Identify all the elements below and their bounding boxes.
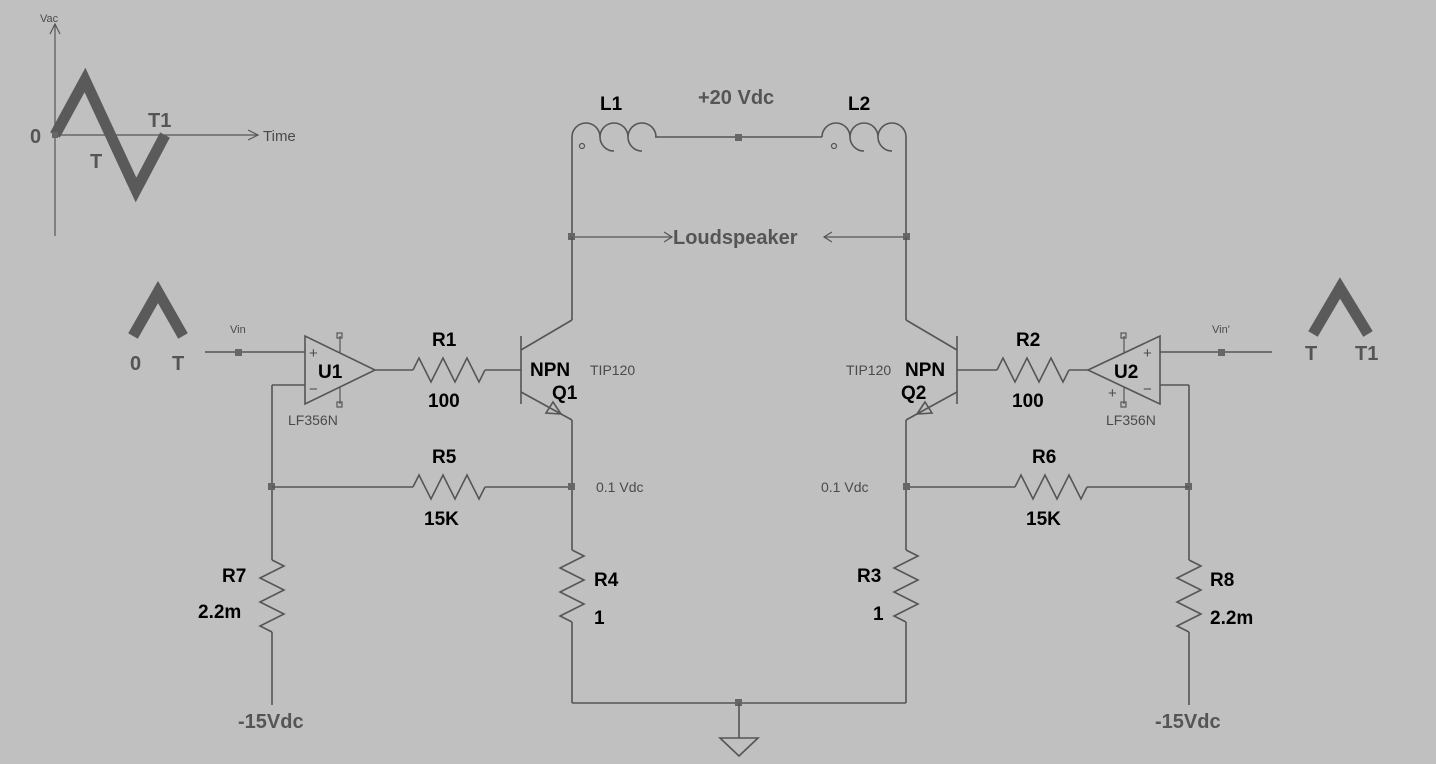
q1-ref: Q1 xyxy=(552,383,578,404)
ground-icon xyxy=(717,737,761,758)
resistor-r5: R5 15K xyxy=(412,447,486,530)
q1-part: TIP120 xyxy=(590,362,635,378)
emitter-left-voltage: 0.1 Vdc xyxy=(596,479,643,495)
supply-rail: +20 Vdc xyxy=(655,87,822,141)
positive-supply-label: +20 Vdc xyxy=(698,87,774,109)
resistor-r2: R2 100 xyxy=(996,330,1070,412)
input-pulse-right: T T1 xyxy=(1305,277,1378,365)
r4-ref: R4 xyxy=(594,570,619,591)
r8-value: 2.2m xyxy=(1210,608,1253,629)
inductor-l2-ref: L2 xyxy=(848,94,870,115)
q2-ref: Q2 xyxy=(901,383,926,404)
loudspeaker-label: Loudspeaker xyxy=(673,227,798,249)
input-left-zero-label: 0 xyxy=(130,353,141,375)
input-pulse-left: 0 T xyxy=(128,280,188,375)
u2-plus-sign: + xyxy=(1143,345,1152,362)
q2-part: TIP120 xyxy=(846,362,891,378)
vin-prime-input-net: Vin' xyxy=(1160,324,1272,356)
r1-value: 100 xyxy=(428,391,460,412)
r6-ref: R6 xyxy=(1032,447,1056,468)
r3-value: 1 xyxy=(873,604,884,625)
u1-minus-sign: − xyxy=(309,381,318,398)
inductor-l1: L1 xyxy=(571,94,657,237)
resistor-r6: R6 15K xyxy=(1014,447,1088,530)
r2-value: 100 xyxy=(1012,391,1044,412)
triangle-waveform xyxy=(50,67,170,203)
u2-ref: U2 xyxy=(1114,362,1138,383)
r6-value: 15K xyxy=(1026,509,1061,530)
r7-ref: R7 xyxy=(222,566,246,587)
x-axis-label: Time xyxy=(263,128,296,145)
input-right-t-label: T xyxy=(1305,343,1317,365)
u2-part: LF356N xyxy=(1106,412,1156,428)
y-axis-label: Vac xyxy=(40,13,59,25)
vin-prime-net-label: Vin' xyxy=(1212,324,1230,336)
emitter-right-voltage: 0.1 Vdc xyxy=(821,479,868,495)
u1-plus-sign: + xyxy=(309,345,318,362)
u2-minus-sign: − xyxy=(1143,381,1152,398)
resistor-r8: R8 2.2m xyxy=(1175,559,1253,633)
loudspeaker: Loudspeaker xyxy=(568,227,910,249)
inductor-l1-ref: L1 xyxy=(600,94,623,115)
r5-ref: R5 xyxy=(432,447,457,468)
q1-type: NPN xyxy=(530,360,570,381)
resistor-r4: R4 1 xyxy=(558,549,619,629)
vin-net-label: Vin xyxy=(230,324,246,336)
opamp-u2: + − + U2 LF356N xyxy=(1086,332,1161,428)
resistor-r1: R1 100 xyxy=(412,330,486,412)
r7-value: 2.2m xyxy=(198,602,241,623)
negative-supply-left: -15Vdc xyxy=(238,711,304,733)
transistor-q2: NPN Q2 TIP120 xyxy=(846,237,958,550)
r5-value: 15K xyxy=(424,509,459,530)
input-left-t-label: T xyxy=(172,353,184,375)
origin-label: 0 xyxy=(30,126,41,148)
resistor-r3: R3 1 xyxy=(857,549,920,625)
transistor-q1: NPN Q1 TIP120 xyxy=(520,237,635,550)
opamp-u1: + − U1 LF356N xyxy=(288,332,377,428)
waveform-plot: Vac Time 0 T T1 xyxy=(30,13,296,236)
negative-supply-right: -15Vdc xyxy=(1155,711,1221,733)
u1-ref: U1 xyxy=(318,362,343,383)
r8-ref: R8 xyxy=(1210,570,1234,591)
q2-type: NPN xyxy=(905,360,945,381)
period-label: T xyxy=(90,151,102,173)
r1-ref: R1 xyxy=(432,330,457,351)
vin-input-net: Vin xyxy=(205,324,305,356)
inductor-l2: L2 xyxy=(821,94,907,237)
resistor-r7: R7 2.2m xyxy=(198,559,286,633)
r4-value: 1 xyxy=(594,608,605,629)
r3-ref: R3 xyxy=(857,566,881,587)
t1-label: T1 xyxy=(148,110,171,132)
r2-ref: R2 xyxy=(1016,330,1040,351)
ground xyxy=(572,699,906,758)
u2-plus-sign-lower: + xyxy=(1108,385,1117,402)
input-right-t1-label: T1 xyxy=(1355,343,1378,365)
u1-part: LF356N xyxy=(288,412,338,428)
